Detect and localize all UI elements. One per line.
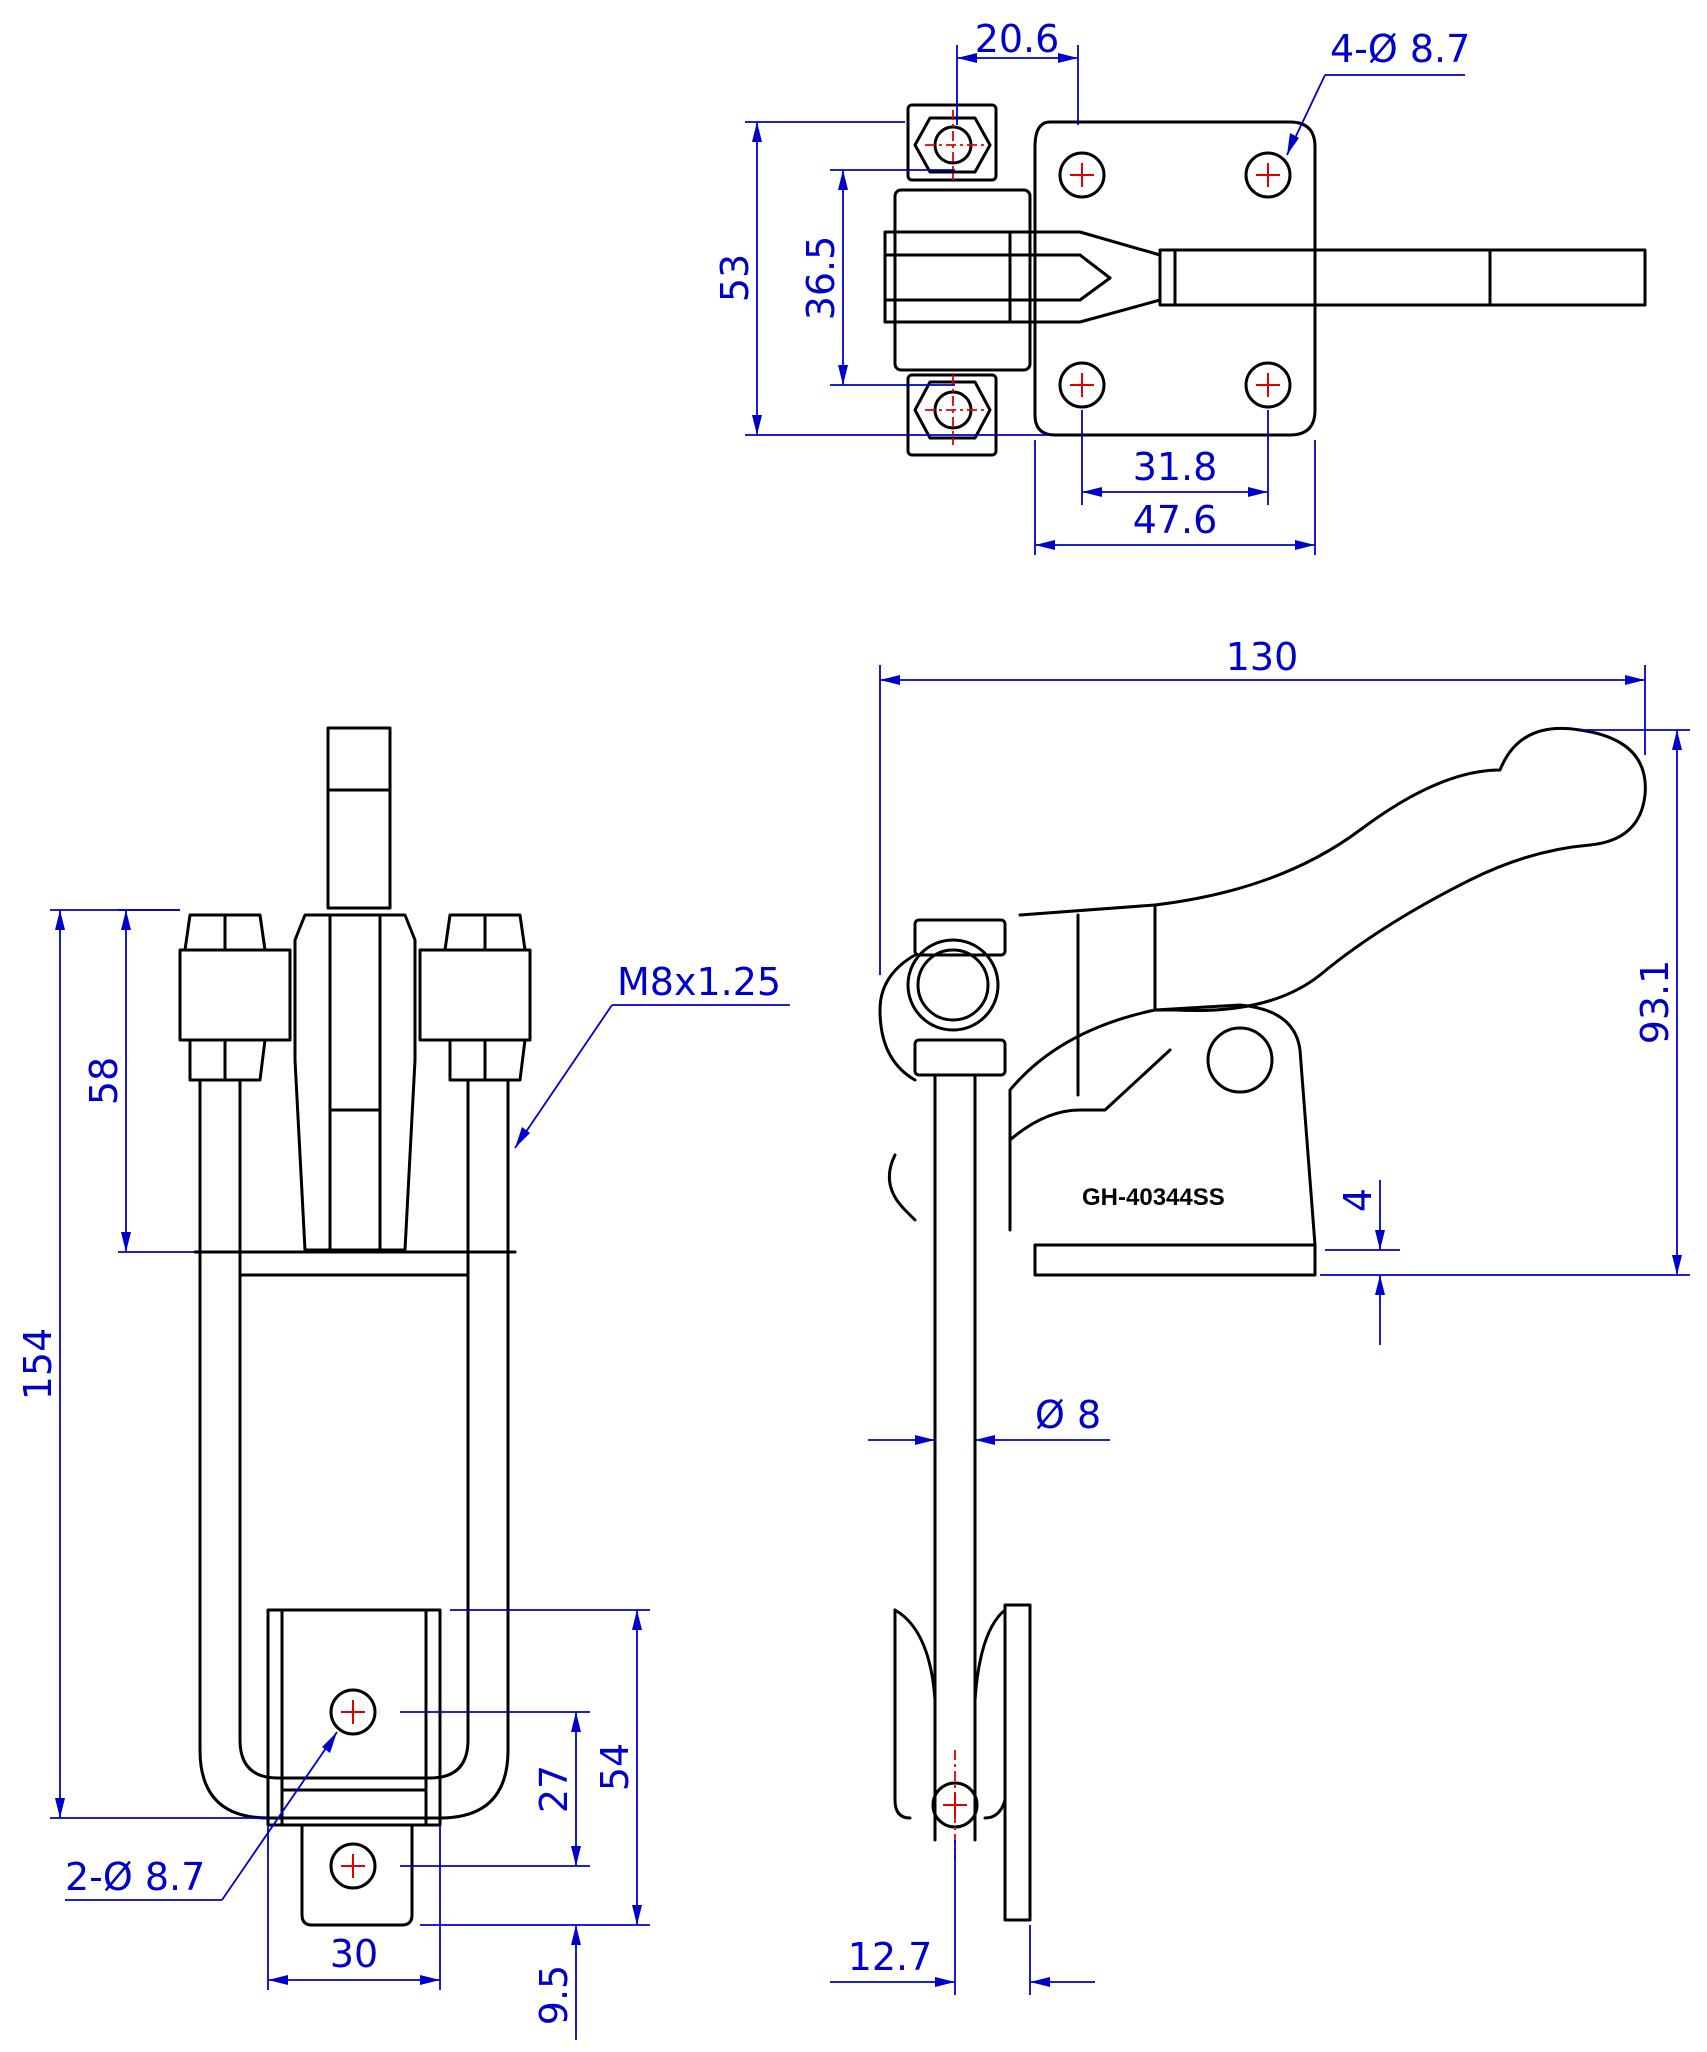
dim-total-height: 53: [713, 254, 757, 302]
dim-rod-diameter: Ø 8: [1035, 1393, 1101, 1437]
dim-plate-offset: 12.7: [848, 1935, 933, 1979]
part-number-label: GH-40344SS: [1082, 1184, 1225, 1211]
top-view-dimensions: 20.6 4-Ø 8.7 53 36.5 31.8 47.6: [713, 17, 1470, 555]
dim-lower-holes: 2-Ø 8.7: [65, 1855, 205, 1899]
top-mount-hole: [1058, 151, 1106, 199]
dim-mount-holes: 4-Ø 8.7: [1330, 27, 1470, 71]
dim-base-width: 47.6: [1133, 498, 1218, 542]
side-view-dimensions: 130 93.1 4 Ø 8 12.7: [830, 635, 1690, 1995]
dim-base-thickness: 4: [1336, 1188, 1380, 1212]
lower-hole-bottom: [329, 1842, 377, 1890]
dim-hook-spacing: 36.5: [799, 236, 843, 321]
dim-lower-edge: 9.5: [532, 1965, 576, 2025]
dim-top-hole-spacing: 20.6: [975, 17, 1060, 61]
dim-hole-spacing-base: 31.8: [1133, 445, 1218, 489]
side-view: GH-40344SS: [878, 726, 1647, 1922]
top-mount-hole: [1244, 151, 1292, 199]
dim-lower-total: 54: [593, 1743, 637, 1791]
top-view: [883, 103, 1647, 457]
dim-front-upper: 58: [82, 1057, 126, 1105]
dim-front-total: 154: [16, 1328, 60, 1401]
dim-thread: M8x1.25: [617, 960, 781, 1004]
top-mount-hole: [1244, 361, 1292, 409]
lower-hole-upper: [329, 1688, 377, 1736]
front-view-dimensions: 58 154 M8x1.25 2-Ø 8.7 30 27: [16, 909, 790, 2040]
front-view: [178, 726, 532, 1927]
top-mount-hole: [1058, 361, 1106, 409]
dim-lower-width: 30: [330, 1932, 378, 1976]
dim-lower-hole-spacing: 27: [532, 1765, 576, 1813]
dim-side-length: 130: [1226, 635, 1299, 679]
dim-side-height: 93.1: [1633, 960, 1677, 1045]
